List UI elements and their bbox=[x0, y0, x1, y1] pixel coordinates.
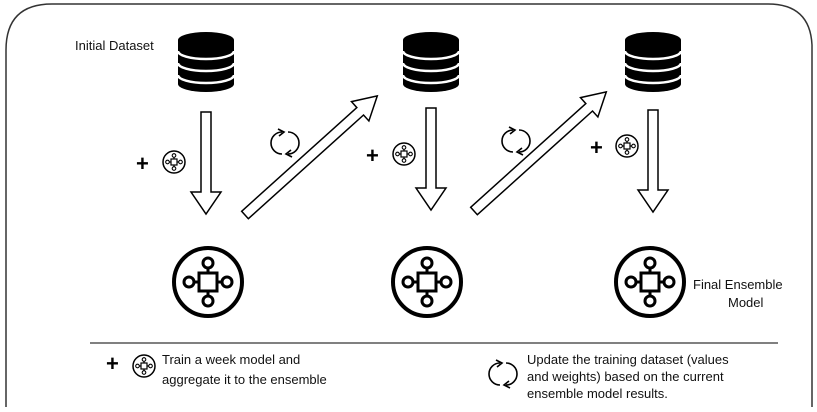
model-node-icon bbox=[391, 246, 463, 318]
plus-model-icon: + bbox=[366, 142, 416, 168]
down-arrow bbox=[415, 107, 447, 211]
outer-frame bbox=[5, 3, 813, 407]
legend-train-line1: Train a week model and bbox=[162, 352, 301, 367]
svg-text:+: + bbox=[106, 351, 119, 376]
plus-model-icon: + bbox=[136, 150, 186, 176]
legend-refresh-cycle-icon bbox=[488, 359, 518, 389]
model-node-icon bbox=[172, 246, 244, 318]
final-ensemble-label-line2: Model bbox=[728, 295, 764, 310]
down-arrow bbox=[190, 111, 222, 215]
final-ensemble-label-line1: Final Ensemble bbox=[693, 277, 783, 292]
refresh-cycle-icon bbox=[501, 126, 531, 156]
database-icon bbox=[176, 30, 236, 94]
legend-update-line1: Update the training dataset (values bbox=[527, 352, 729, 367]
database-icon bbox=[401, 30, 461, 94]
diagonal-arrow bbox=[235, 85, 387, 226]
legend-update-line3: ensemble model results. bbox=[527, 386, 668, 401]
plus-model-icon: + bbox=[590, 134, 639, 160]
model-node-icon bbox=[614, 246, 686, 318]
legend-train-line2: aggregate it to the ensemble bbox=[162, 372, 327, 387]
refresh-cycle-icon bbox=[270, 128, 300, 158]
legend-plus-model-icon: + bbox=[106, 351, 156, 378]
svg-text:+: + bbox=[366, 143, 379, 168]
svg-text:+: + bbox=[136, 151, 149, 176]
database-icon bbox=[623, 30, 683, 94]
initial-dataset-label: Initial Dataset bbox=[75, 38, 154, 53]
svg-text:+: + bbox=[590, 135, 603, 160]
legend-update-line2: and weights) based on the current bbox=[527, 369, 724, 384]
down-arrow bbox=[637, 109, 669, 213]
